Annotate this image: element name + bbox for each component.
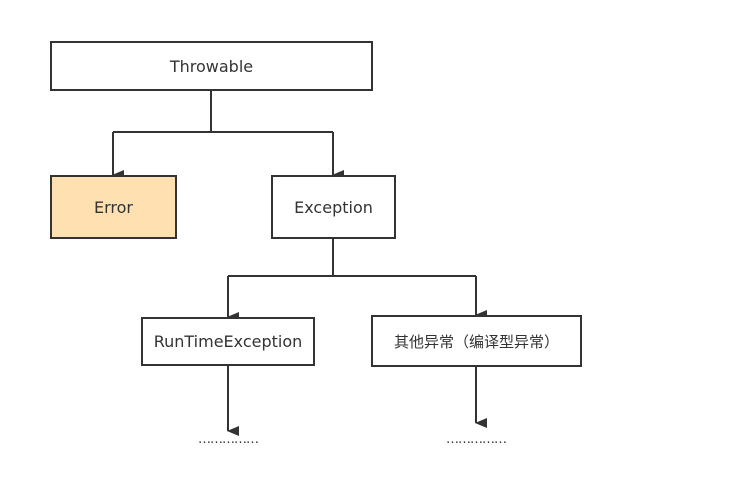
node-exception: Exception [271,175,396,239]
ellipsis-runtime-subclasses: …………… [198,432,259,447]
node-throwable: Throwable [50,41,373,91]
node-error: Error [50,175,177,239]
ellipsis-other-subclasses: …………… [446,432,507,447]
node-runtime-exception: RunTimeException [141,317,315,366]
node-other-exception: 其他异常（编译型异常） [371,315,582,367]
